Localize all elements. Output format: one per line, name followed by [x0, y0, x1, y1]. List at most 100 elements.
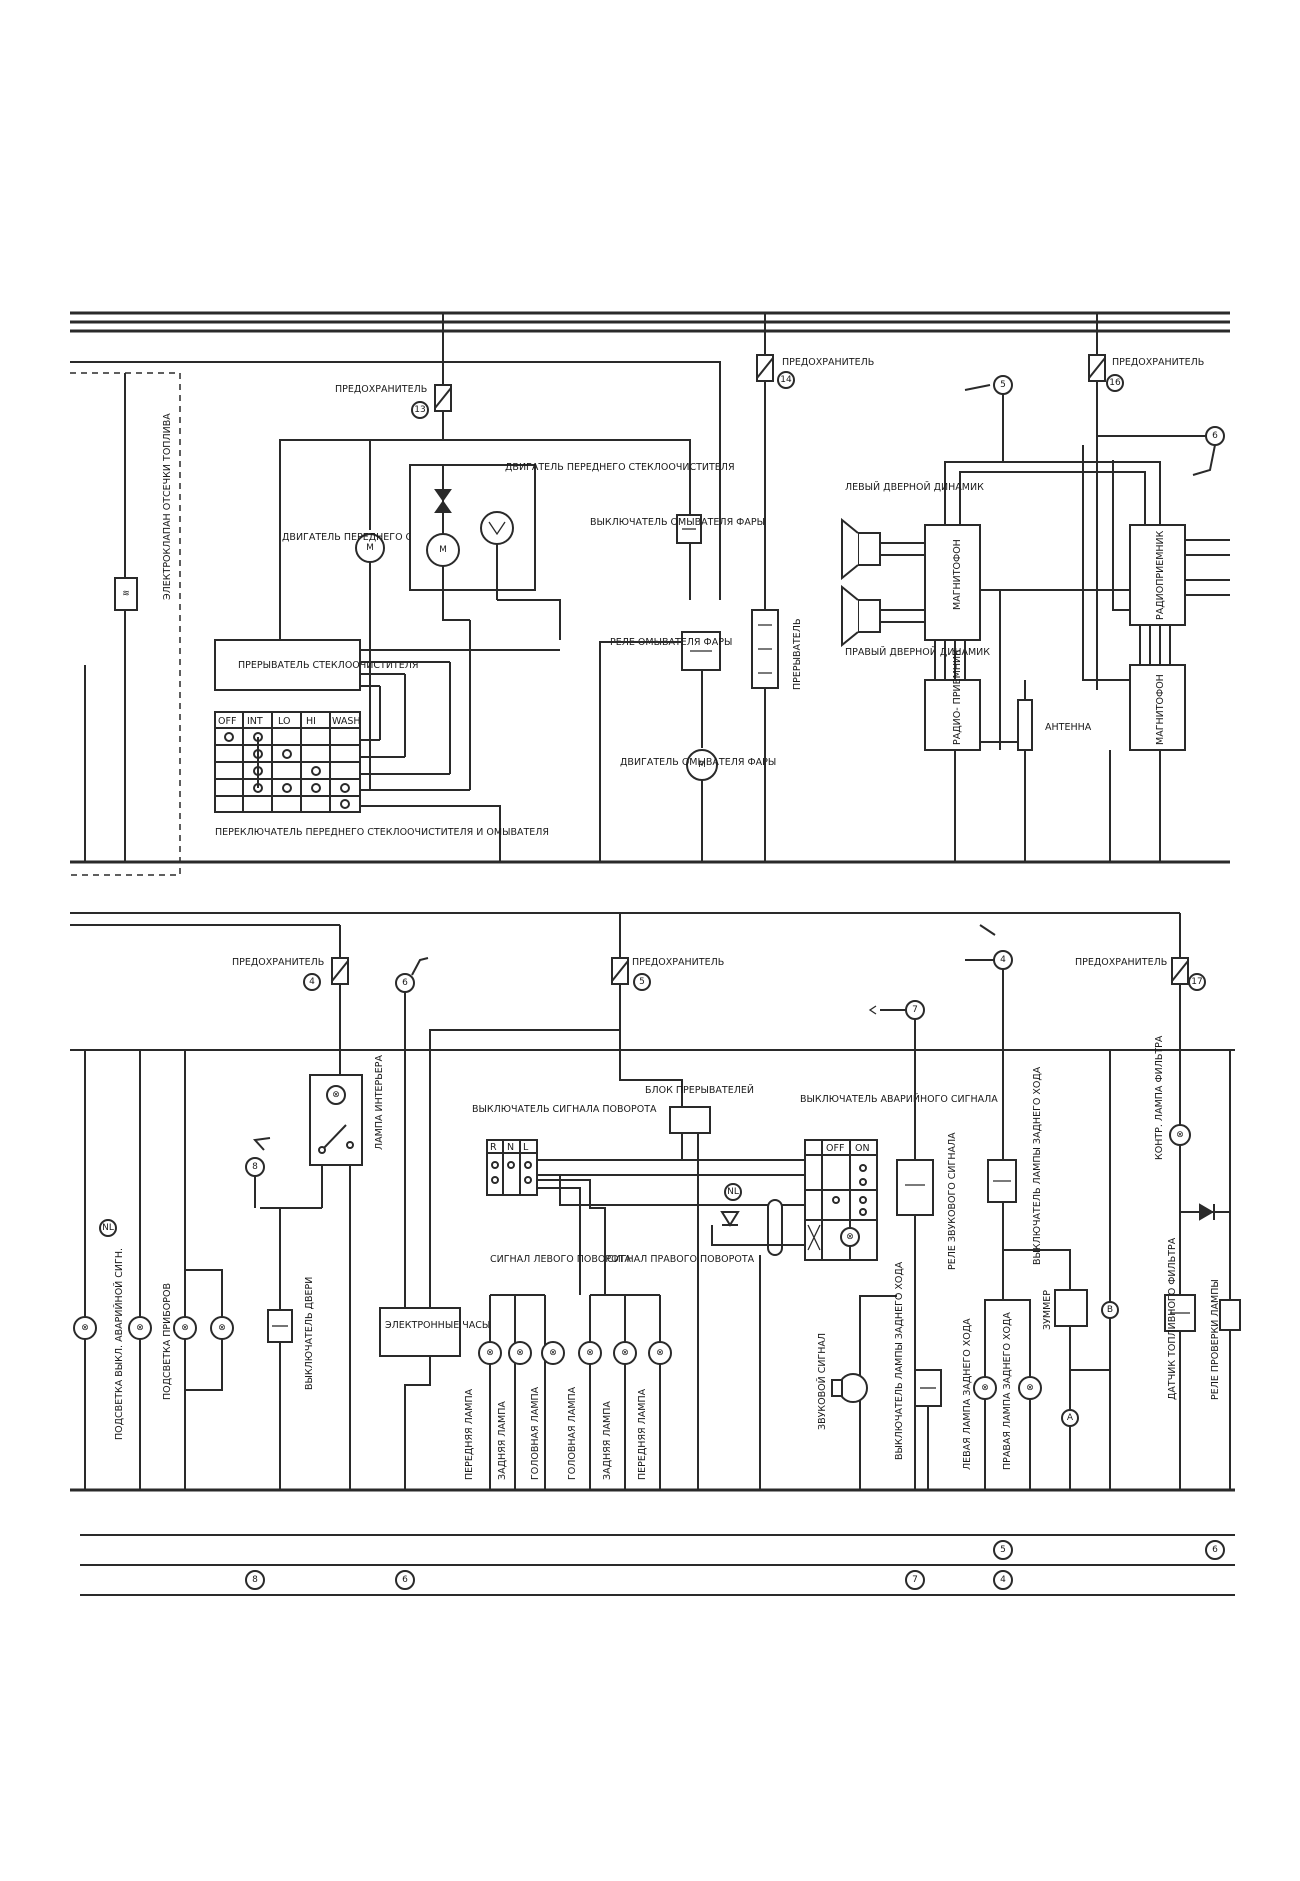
svg-text:B: B: [1107, 1305, 1113, 1315]
washer-motor-label: ДВИГАТЕЛЬ ПЕРЕДНЕГО ОМЫВАТЕЛЯ: [282, 532, 468, 543]
hazard-switch-label: ВЫКЛЮЧАТЕЛЬ АВАРИЙНОГО СИГНАЛА: [800, 1093, 998, 1105]
wiper-washer-switch: OFF INT LO HI WASH ПЕРЕКЛЮЧАТЕЛЬ ПЕРЕДНЕ…: [214, 620, 549, 862]
bus-connector-6: 6: [1212, 1545, 1218, 1555]
svg-text:⊗: ⊗: [656, 1348, 664, 1358]
svg-text:⊗: ⊗: [1176, 1130, 1184, 1140]
svg-text:4: 4: [309, 977, 315, 987]
wiper-motor-icon: M: [439, 545, 447, 555]
headlamp-washer-switch-label: ВЫКЛЮЧАТЕЛЬ ОМЫВАТЕЛЯ ФАРЫ: [590, 517, 765, 528]
svg-text:⊗: ⊗: [981, 1383, 989, 1393]
interior-lamp-label: ЛАМПА ИНТЕРЬЕРА: [374, 1054, 385, 1150]
fuel-cut-valve-block: ≋ ЭЛЕКТРОКЛАПАН ОТСЕЧКИ ТОПЛИВА: [70, 372, 181, 876]
svg-text:⊗: ⊗: [486, 1348, 494, 1358]
hazard-illum-label: ПОДСВЕТКА ВЫКЛ. АВАРИЙНОЙ СИГН.: [113, 1248, 125, 1440]
svg-text:⊗: ⊗: [1026, 1383, 1034, 1393]
svg-text:⊗: ⊗: [136, 1323, 144, 1333]
fuse-17-label: ПРЕДОХРАНИТЕЛЬ: [1075, 957, 1167, 968]
connector-5-top: 5: [1000, 380, 1006, 390]
svg-text:L: L: [523, 1142, 529, 1153]
left-speaker-label: ЛЕВЫЙ ДВЕРНОЙ ДИНАМИК: [845, 481, 984, 493]
svg-text:⊗: ⊗: [549, 1348, 557, 1358]
svg-text:16: 16: [1109, 378, 1121, 388]
bottom-feed-lines: [70, 912, 1235, 1492]
fuse-16-label: ПРЕДОХРАНИТЕЛЬ: [1112, 357, 1204, 368]
left-reverse-lamp-label: ЛЕВАЯ ЛАМПА ЗАДНЕГО ХОДА: [962, 1318, 973, 1470]
radio-receiver-label: РАДИОПРИЕМНИК: [1155, 530, 1166, 620]
fuse-17: ПРЕДОХРАНИТЕЛЬ 17 ⊗ КОНТР. ЛАМПА ФИЛЬТРА…: [1075, 913, 1241, 1490]
svg-text:17: 17: [1191, 977, 1202, 987]
connector-8-lower: 8: [252, 1162, 258, 1172]
svg-text:A: A: [1067, 1413, 1074, 1423]
washer-motor-icon: M: [366, 543, 374, 553]
connector-6-top: 6: [1212, 431, 1218, 441]
fuse-13: ПРЕДОХРАНИТЕЛЬ 13: [335, 313, 452, 440]
buzzer-label: ЗУММЕР: [1042, 1290, 1053, 1330]
fuse-5-label: ПРЕДОХРАНИТЕЛЬ: [632, 957, 724, 968]
interior-lamp-icon: ⊗: [332, 1090, 340, 1100]
svg-text:NL: NL: [727, 1187, 739, 1197]
bus-connector-8: 8: [252, 1575, 258, 1585]
reverse-buzzer-circuit: 4 ВЫКЛЮЧАТЕЛЬ ЛАМПЫ ЗАДНЕГО ХОДА ⊗ ⊗ ЛЕВ…: [962, 924, 1119, 1490]
headlamp-washer-motor-icon: M: [698, 760, 706, 770]
horn-label: ЗВУКОВОЙ СИГНАЛ: [816, 1333, 828, 1430]
svg-text:⊗: ⊗: [81, 1323, 89, 1333]
valve-icon: ≋: [122, 589, 130, 599]
svg-text:INT: INT: [247, 716, 263, 727]
left-turn-label: СИГНАЛ ЛЕВОГО ПОВОРОТА: [490, 1254, 631, 1265]
svg-text:⊗: ⊗: [621, 1348, 629, 1358]
fuel-filter-sensor-label: ДАТЧИК ТОПЛИВНОГО ФИЛЬТРА: [1167, 1237, 1178, 1400]
filter-lamp-label: КОНТР. ЛАМПА ФИЛЬТРА: [1154, 1035, 1165, 1160]
svg-text:⊗: ⊗: [516, 1348, 524, 1358]
svg-text:R: R: [490, 1142, 497, 1153]
wiper-interrupter: ПРЕРЫВАТЕЛЬ СТЕКЛООЧИСТИТЕЛЯ: [214, 639, 560, 691]
svg-text:OFF: OFF: [218, 716, 236, 727]
fuse-14-label: ПРЕДОХРАНИТЕЛЬ: [782, 357, 874, 368]
top-power-buses: [70, 311, 1230, 363]
door-switch-label: ВЫКЛЮЧАТЕЛЬ ДВЕРИ: [304, 1277, 315, 1390]
flasher-unit-label: БЛОК ПРЕРЫВАТЕЛЕЙ: [645, 1084, 754, 1096]
tape-label-1: МАГНИТОФОН: [952, 539, 963, 610]
fuel-cut-valve-label: ЭЛЕКТРОКЛАПАН ОТСЕЧКИ ТОПЛИВА: [162, 413, 173, 600]
head-lamp-label-1: ГОЛОВНАЯ ЛАМПА: [530, 1386, 541, 1480]
svg-text:LO: LO: [278, 716, 290, 727]
turn-switch-label: ВЫКЛЮЧАТЕЛЬ СИГНАЛА ПОВОРОТА: [472, 1104, 657, 1115]
clock-label: ЭЛЕКТРОННЫЕ ЧАСЫ: [385, 1320, 490, 1331]
interior-lamp-circuit: ⊗ ЛАМПА ИНТЕРЬЕРА 8 ВЫКЛЮЧАТЕЛЬ ДВЕРИ: [245, 1054, 385, 1490]
connector-6-lower: 6: [402, 978, 408, 988]
svg-text:NL: NL: [102, 1223, 114, 1233]
horn-circuit: 7 РЕЛЕ ЗВУКОВОГО СИГНАЛА ЗВУКОВОЙ СИГНАЛ…: [816, 1000, 958, 1490]
svg-text:WASH: WASH: [332, 716, 361, 727]
headlamp-washer-circuit: ВЫКЛЮЧАТЕЛЬ ОМЫВАТЕЛЯ ФАРЫ РЕЛЕ ОМЫВАТЕЛ…: [180, 361, 776, 862]
wiper-interrupter-label: ПРЕРЫВАТЕЛЬ СТЕКЛООЧИСТИТЕЛЯ: [238, 660, 418, 671]
tape-label-2: МАГНИТОФОН: [1155, 674, 1166, 745]
svg-text:⊗: ⊗: [218, 1323, 226, 1333]
connector-4-lower: 4: [1000, 955, 1006, 965]
reverse-switch-label-2: ВЫКЛЮЧАТЕЛЬ ЛАМПЫ ЗАДНЕГО ХОДА: [1032, 1066, 1043, 1265]
antenna-label: АНТЕННА: [1045, 722, 1092, 733]
fuse-4: ПРЕДОХРАНИТЕЛЬ 4: [232, 925, 349, 1075]
horn-relay-label: РЕЛЕ ЗВУКОВОГО СИГНАЛА: [947, 1132, 958, 1270]
turn-signal-circuit: БЛОК ПРЕРЫВАТЕЛЕЙ ВЫКЛЮЧАТЕЛЬ СИГНАЛА ПО…: [464, 1084, 998, 1490]
svg-text:⊗: ⊗: [846, 1232, 854, 1242]
interrupter-label: ПРЕРЫВАТЕЛЬ: [792, 619, 803, 690]
bus-connector-7: 7: [912, 1575, 918, 1585]
wiper-washer-circuit: M ДВИГАТЕЛЬ ПЕРЕДНЕГО ОМЫВАТЕЛЯ ДВИГАТЕЛ…: [279, 439, 735, 790]
illumination-lamps: ⊗ ПОДСВЕТКА ВЫКЛ. АВАРИЙНОЙ СИГН. NL ⊗ П…: [73, 1050, 234, 1490]
svg-text:⊗: ⊗: [181, 1323, 189, 1333]
svg-text:14: 14: [780, 375, 792, 385]
front-lamp-label-2: ПЕРЕДНЯЯ ЛАМПА: [637, 1388, 648, 1480]
right-turn-label: СИГНАЛ ПРАВОГО ПОВОРОТА: [607, 1254, 755, 1265]
bus-connector-5: 5: [1000, 1545, 1006, 1555]
svg-text:13: 13: [414, 405, 425, 415]
connector-7-lower: 7: [912, 1005, 918, 1015]
fuse-5: ПРЕДОХРАНИТЕЛЬ 5: [611, 913, 724, 1107]
right-reverse-lamp-label: ПРАВАЯ ЛАМПА ЗАДНЕГО ХОДА: [1002, 1312, 1013, 1470]
fuse-13-label: ПРЕДОХРАНИТЕЛЬ: [335, 384, 427, 395]
wiper-motor-label: ДВИГАТЕЛЬ ПЕРЕДНЕГО СТЕКЛООЧИСТИТЕЛЯ: [505, 462, 735, 473]
rear-lamp-label-1: ЗАДНЯЯ ЛАМПА: [497, 1401, 508, 1480]
fuse-14: ПРЕДОХРАНИТЕЛЬ 14 ПРЕРЫВАТЕЛЬ: [751, 313, 874, 862]
radio-label-1: РАДИО- ПРИЕМНИК: [952, 649, 963, 745]
bus-connector-6b: 6: [402, 1575, 408, 1585]
bus-connector-4: 4: [1000, 1575, 1006, 1585]
